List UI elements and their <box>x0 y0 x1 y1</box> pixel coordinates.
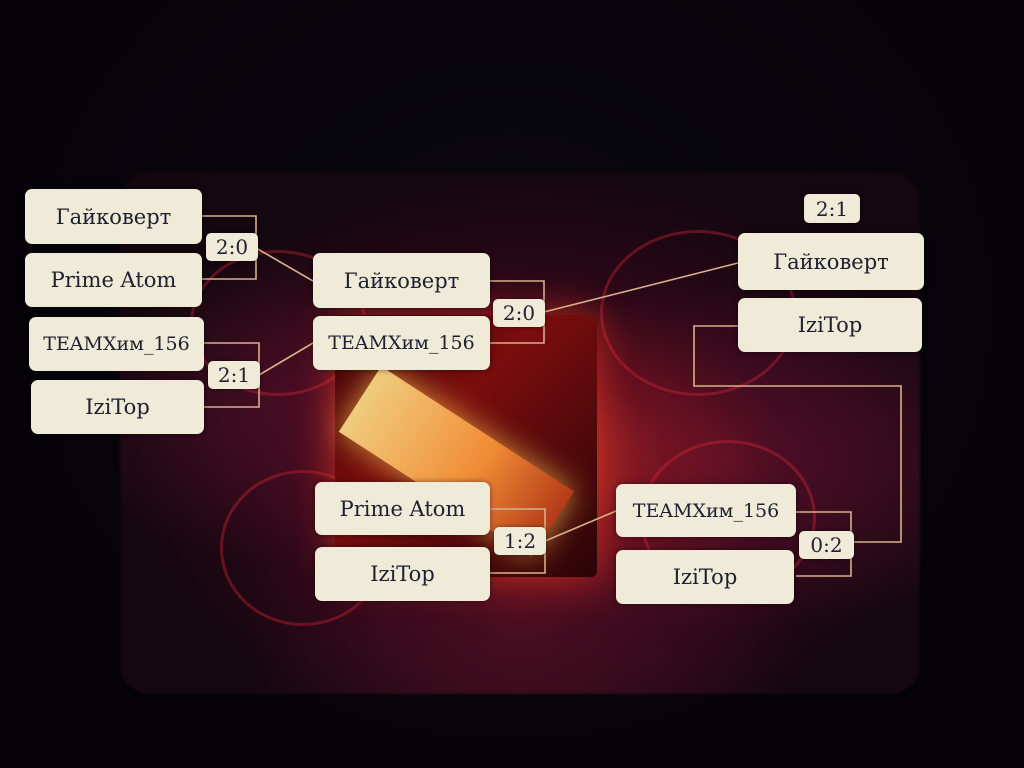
team-card: IziTop <box>315 547 490 601</box>
team-card: Гайковерт <box>25 189 202 244</box>
team-card: IziTop <box>738 298 922 352</box>
connector-line <box>255 247 314 282</box>
connector-line <box>258 342 314 376</box>
match-score: 2:0 <box>493 299 545 327</box>
match-score: 1:2 <box>494 527 546 555</box>
team-card: Prime Atom <box>315 482 490 535</box>
team-card: Гайковерт <box>313 253 490 308</box>
team-card: TEAMXим_156 <box>616 484 796 537</box>
team-card: Гайковерт <box>738 233 924 290</box>
match-score: 2:1 <box>208 361 260 389</box>
final-score: 2:1 <box>804 194 860 223</box>
team-card: TEAMXим_156 <box>29 317 204 371</box>
connector-line <box>543 262 739 313</box>
match-score: 2:0 <box>206 233 258 261</box>
match-score: 0:2 <box>799 531 854 559</box>
team-card: Prime Atom <box>25 253 202 307</box>
team-card: IziTop <box>616 550 794 604</box>
connector-line <box>544 510 617 542</box>
team-card: TEAMXим_156 <box>313 316 490 370</box>
connector-line <box>693 325 902 543</box>
team-card: IziTop <box>31 380 204 434</box>
